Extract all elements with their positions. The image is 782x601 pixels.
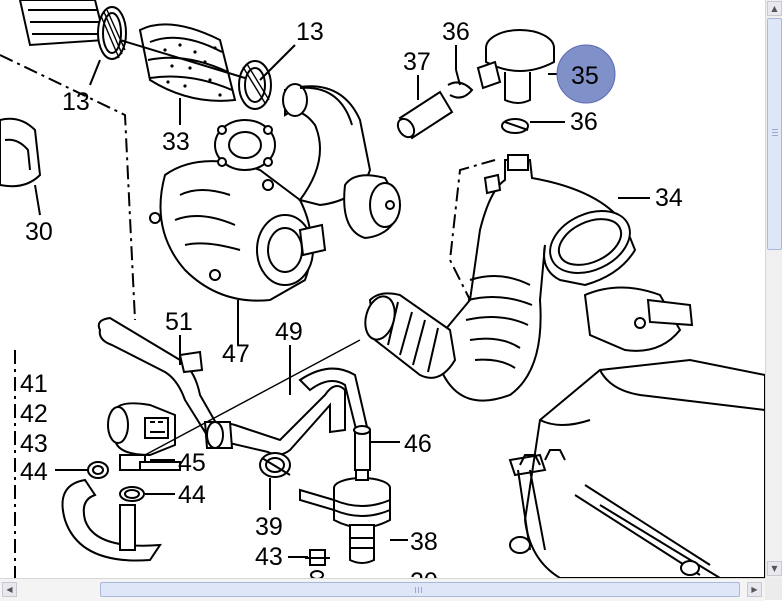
callout-41: 41 [20,370,48,398]
scrollbar-corner [765,578,782,600]
callout-13-top: 13 [296,18,324,46]
valve-35 [476,29,555,104]
diagram-viewport: 13 13 33 30 36 37 35 36 34 51 49 47 41 4… [0,0,765,578]
callout-36-top: 36 [442,18,470,46]
horizontal-scroll-thumb[interactable] [100,582,740,597]
callout-49: 49 [275,318,303,346]
callout-43-left: 43 [20,430,48,458]
callout-20-cut: 20 [410,568,438,578]
highlight-badge-35: 35 [556,44,616,104]
leader-13c [89,59,101,86]
intake-pipe-bend [282,83,372,207]
down-arrow-icon: ▼ [771,564,778,573]
solenoid-valve-45 [107,402,181,471]
hose-left-loop [61,478,162,562]
clip-44-lower [119,486,145,502]
clip-44-left [87,461,109,479]
parts-diagram: 13 13 33 30 36 37 35 36 34 51 49 47 41 4… [0,0,765,578]
callout-38: 38 [410,528,438,556]
line-hose-connection [144,339,361,456]
hose-clamp-right [238,60,272,110]
leader-30 [34,184,41,216]
boundary-line-left [0,54,136,321]
callout-37: 37 [403,48,431,76]
turbocharger [149,119,327,302]
callout-45: 45 [178,449,206,477]
left-hose-end [18,0,107,47]
bracket-30 [0,117,42,188]
scroll-up-button[interactable]: ▲ [767,1,782,16]
boundary-line-right [448,159,496,301]
vacuum-unit-38 [299,469,391,564]
callout-44-right: 44 [178,481,206,509]
hose-46 [353,425,371,471]
callout-30: 30 [25,218,53,246]
duct-outlet-right [583,286,694,352]
left-arrow-icon: ◀ [6,585,13,594]
leader-13a [119,39,246,79]
callout-33: 33 [162,128,190,156]
callout-39: 39 [255,513,283,541]
right-arrow-icon: ▶ [751,585,758,594]
air-filter-housing [508,358,765,578]
clip-36-upper [447,69,474,99]
vertical-scrollbar[interactable]: ▲ ▼ [765,0,782,578]
callout-51: 51 [165,308,193,336]
callout-42: 42 [20,400,48,428]
callout-47: 47 [222,340,250,368]
up-arrow-icon: ▲ [771,4,778,13]
wastegate-actuator [343,174,402,240]
clip-36-lower [501,118,529,134]
callout-36-right: 36 [570,108,598,136]
screw-43 [305,549,330,578]
scroll-down-button[interactable]: ▼ [767,561,782,576]
hose-37 [396,90,454,140]
vertical-scroll-thumb[interactable] [767,18,782,250]
hose-sleeve [138,23,237,102]
callout-34: 34 [655,184,683,212]
leader-13b [259,44,296,81]
hose-clamp-left [97,6,127,60]
horizontal-scrollbar[interactable]: ◀ ▶ [0,578,765,601]
callout-44-left: 44 [20,458,48,486]
clip-39 [259,452,291,478]
hose-49 [203,367,372,456]
air-duct-34 [437,154,637,402]
callout-13-left: 13 [62,88,90,116]
corrugated-hose [364,292,457,379]
scroll-right-button[interactable]: ▶ [747,582,762,597]
callout-43-bottom: 43 [255,543,283,571]
callout-35: 35 [571,62,599,90]
scroll-left-button[interactable]: ◀ [2,582,17,597]
callout-46: 46 [404,430,432,458]
